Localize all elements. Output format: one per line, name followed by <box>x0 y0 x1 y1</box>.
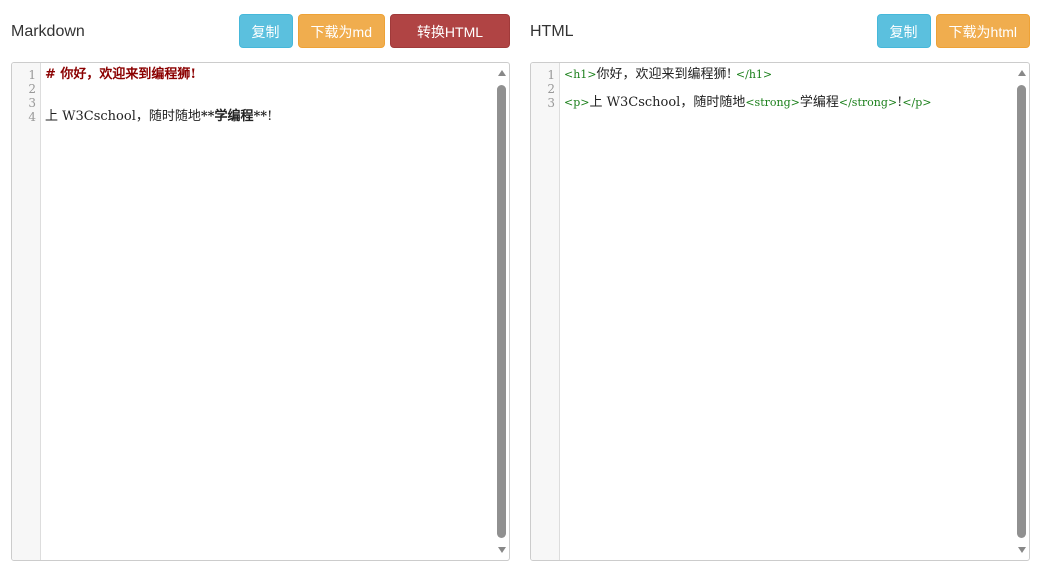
markdown-title: Markdown <box>11 23 85 40</box>
line-number: 2 <box>28 82 36 96</box>
scroll-up-arrow-icon[interactable] <box>498 70 506 76</box>
code-text: 上 W3Cschool，随时随地**学编程**! <box>45 110 272 124</box>
code-text: <p>上 W3Cschool，随时随地<strong>学编程</strong>!… <box>564 96 932 110</box>
html-tag-token: <p> <box>564 96 590 109</box>
code-line: 2 <box>531 82 1029 96</box>
scroll-up-arrow-icon[interactable] <box>1018 70 1026 76</box>
text-token: 上 W3Cschool，随时随地 <box>589 95 746 110</box>
line-number-gutter <box>12 63 41 560</box>
text-token: ! <box>267 109 273 124</box>
line-number: 1 <box>547 68 555 82</box>
line-number-gutter <box>531 63 560 560</box>
vertical-scrollbar[interactable] <box>495 63 509 560</box>
text-token: 学编程 <box>799 95 839 110</box>
line-number: 3 <box>547 96 555 110</box>
html-tag-token: <strong> <box>745 96 800 109</box>
html-header: HTML 复制 下载为html <box>530 0 1030 62</box>
scroll-down-arrow-icon[interactable] <box>498 547 506 553</box>
code-line: 3 <p>上 W3Cschool，随时随地<strong>学编程</strong>… <box>531 96 1029 111</box>
line-number: 4 <box>28 110 36 124</box>
code-line: 4 上 W3Cschool，随时随地**学编程**! <box>12 110 509 125</box>
scroll-down-arrow-icon[interactable] <box>1018 547 1026 553</box>
line-number: 2 <box>547 82 555 96</box>
copy-html-button[interactable]: 复制 <box>876 14 931 48</box>
code-text: <h1>你好，欢迎来到编程狮! </h1> <box>564 68 772 82</box>
html-tag-token: </strong> <box>838 96 898 109</box>
html-tag-token: </h1> <box>735 68 773 81</box>
text-token: 上 W3Cschool，随时随地 <box>45 109 201 124</box>
convert-html-button[interactable]: 转换HTML <box>390 14 510 48</box>
html-toolbar: 复制 下载为html <box>876 14 1030 48</box>
text-token: ! <box>897 95 903 110</box>
line-number: 3 <box>28 96 36 110</box>
text-token: # 你好，欢迎来到编程狮! <box>45 67 197 82</box>
scrollbar-thumb[interactable] <box>497 85 506 538</box>
code-line: 1 <h1>你好，欢迎来到编程狮! </h1> <box>531 68 1029 83</box>
code-line: 1 # 你好，欢迎来到编程狮! <box>12 68 509 83</box>
text-token: 你好，欢迎来到编程狮! <box>596 67 736 82</box>
line-number: 1 <box>28 68 36 82</box>
markdown-toolbar: 复制 下载为md 转换HTML <box>238 14 510 48</box>
download-md-button[interactable]: 下载为md <box>297 14 385 48</box>
code-line: 3 <box>12 96 509 110</box>
html-title: HTML <box>530 23 574 40</box>
html-tag-token: <h1> <box>564 68 597 81</box>
html-tag-token: </p> <box>902 96 932 109</box>
text-token: **学编程** <box>200 109 268 124</box>
markdown-panel: Markdown 复制 下载为md 转换HTML 1 # 你好，欢迎来到编程狮! 2… <box>11 0 510 561</box>
download-html-button[interactable]: 下载为html <box>935 14 1030 48</box>
markdown-header: Markdown 复制 下载为md 转换HTML <box>11 0 510 62</box>
code-text: # 你好，欢迎来到编程狮! <box>45 68 196 82</box>
copy-markdown-button[interactable]: 复制 <box>238 14 293 48</box>
scrollbar-thumb[interactable] <box>1017 85 1026 538</box>
code-line: 2 <box>12 82 509 96</box>
vertical-scrollbar[interactable] <box>1015 63 1029 560</box>
